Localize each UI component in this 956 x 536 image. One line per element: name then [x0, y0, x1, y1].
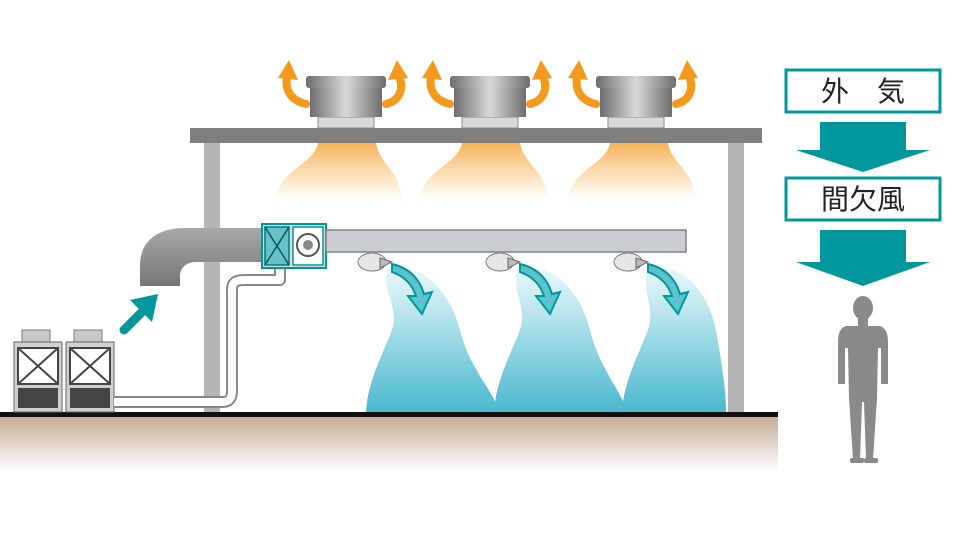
outdoor-unit-1 — [13, 329, 63, 413]
roof-ventilator-3 — [596, 76, 676, 129]
roof-slab — [190, 128, 762, 143]
heat-plumes — [276, 143, 696, 200]
down-arrow-2 — [796, 230, 930, 286]
blow-arrow-3 — [647, 262, 690, 316]
heat-plume-2 — [420, 143, 548, 200]
person-icon — [838, 296, 888, 463]
air-handling-unit — [261, 223, 327, 269]
roof-ventilator-2 — [450, 76, 530, 129]
roof-ventilator-1 — [306, 76, 386, 129]
intake-duct — [140, 228, 262, 286]
heat-plume-1 — [276, 143, 402, 200]
heat-plume-3 — [568, 143, 696, 200]
spot-nozzle-1 — [357, 252, 394, 272]
refrigerant-pipe — [114, 266, 286, 408]
floor-line — [0, 412, 778, 417]
outside-air-label: 外 気 — [821, 75, 905, 108]
cool-air-flows — [366, 267, 726, 412]
intermittent-wind-box — [784, 176, 942, 222]
cool-air-flow-2 — [494, 267, 628, 412]
down-arrow-1 — [796, 122, 930, 172]
legend: 外 気 間欠風 — [784, 68, 942, 286]
column-right — [728, 142, 744, 412]
blow-arrows — [391, 262, 690, 316]
outside-air-box — [784, 68, 942, 114]
blow-arrow-2 — [519, 262, 562, 316]
floor — [0, 416, 778, 472]
cool-air-flow-1 — [366, 267, 500, 412]
spot-nozzle-2 — [485, 252, 522, 272]
cool-air-flow-3 — [622, 267, 726, 412]
column-left — [204, 142, 220, 412]
supply-duct — [325, 229, 687, 253]
blow-arrow-1 — [391, 262, 434, 316]
exhaust-arrowheads — [278, 60, 698, 80]
intake-arrow-icon — [119, 294, 158, 335]
outdoor-unit-2 — [65, 329, 115, 413]
intermittent-wind-label: 間欠風 — [821, 183, 905, 216]
spot-nozzle-3 — [613, 252, 650, 272]
